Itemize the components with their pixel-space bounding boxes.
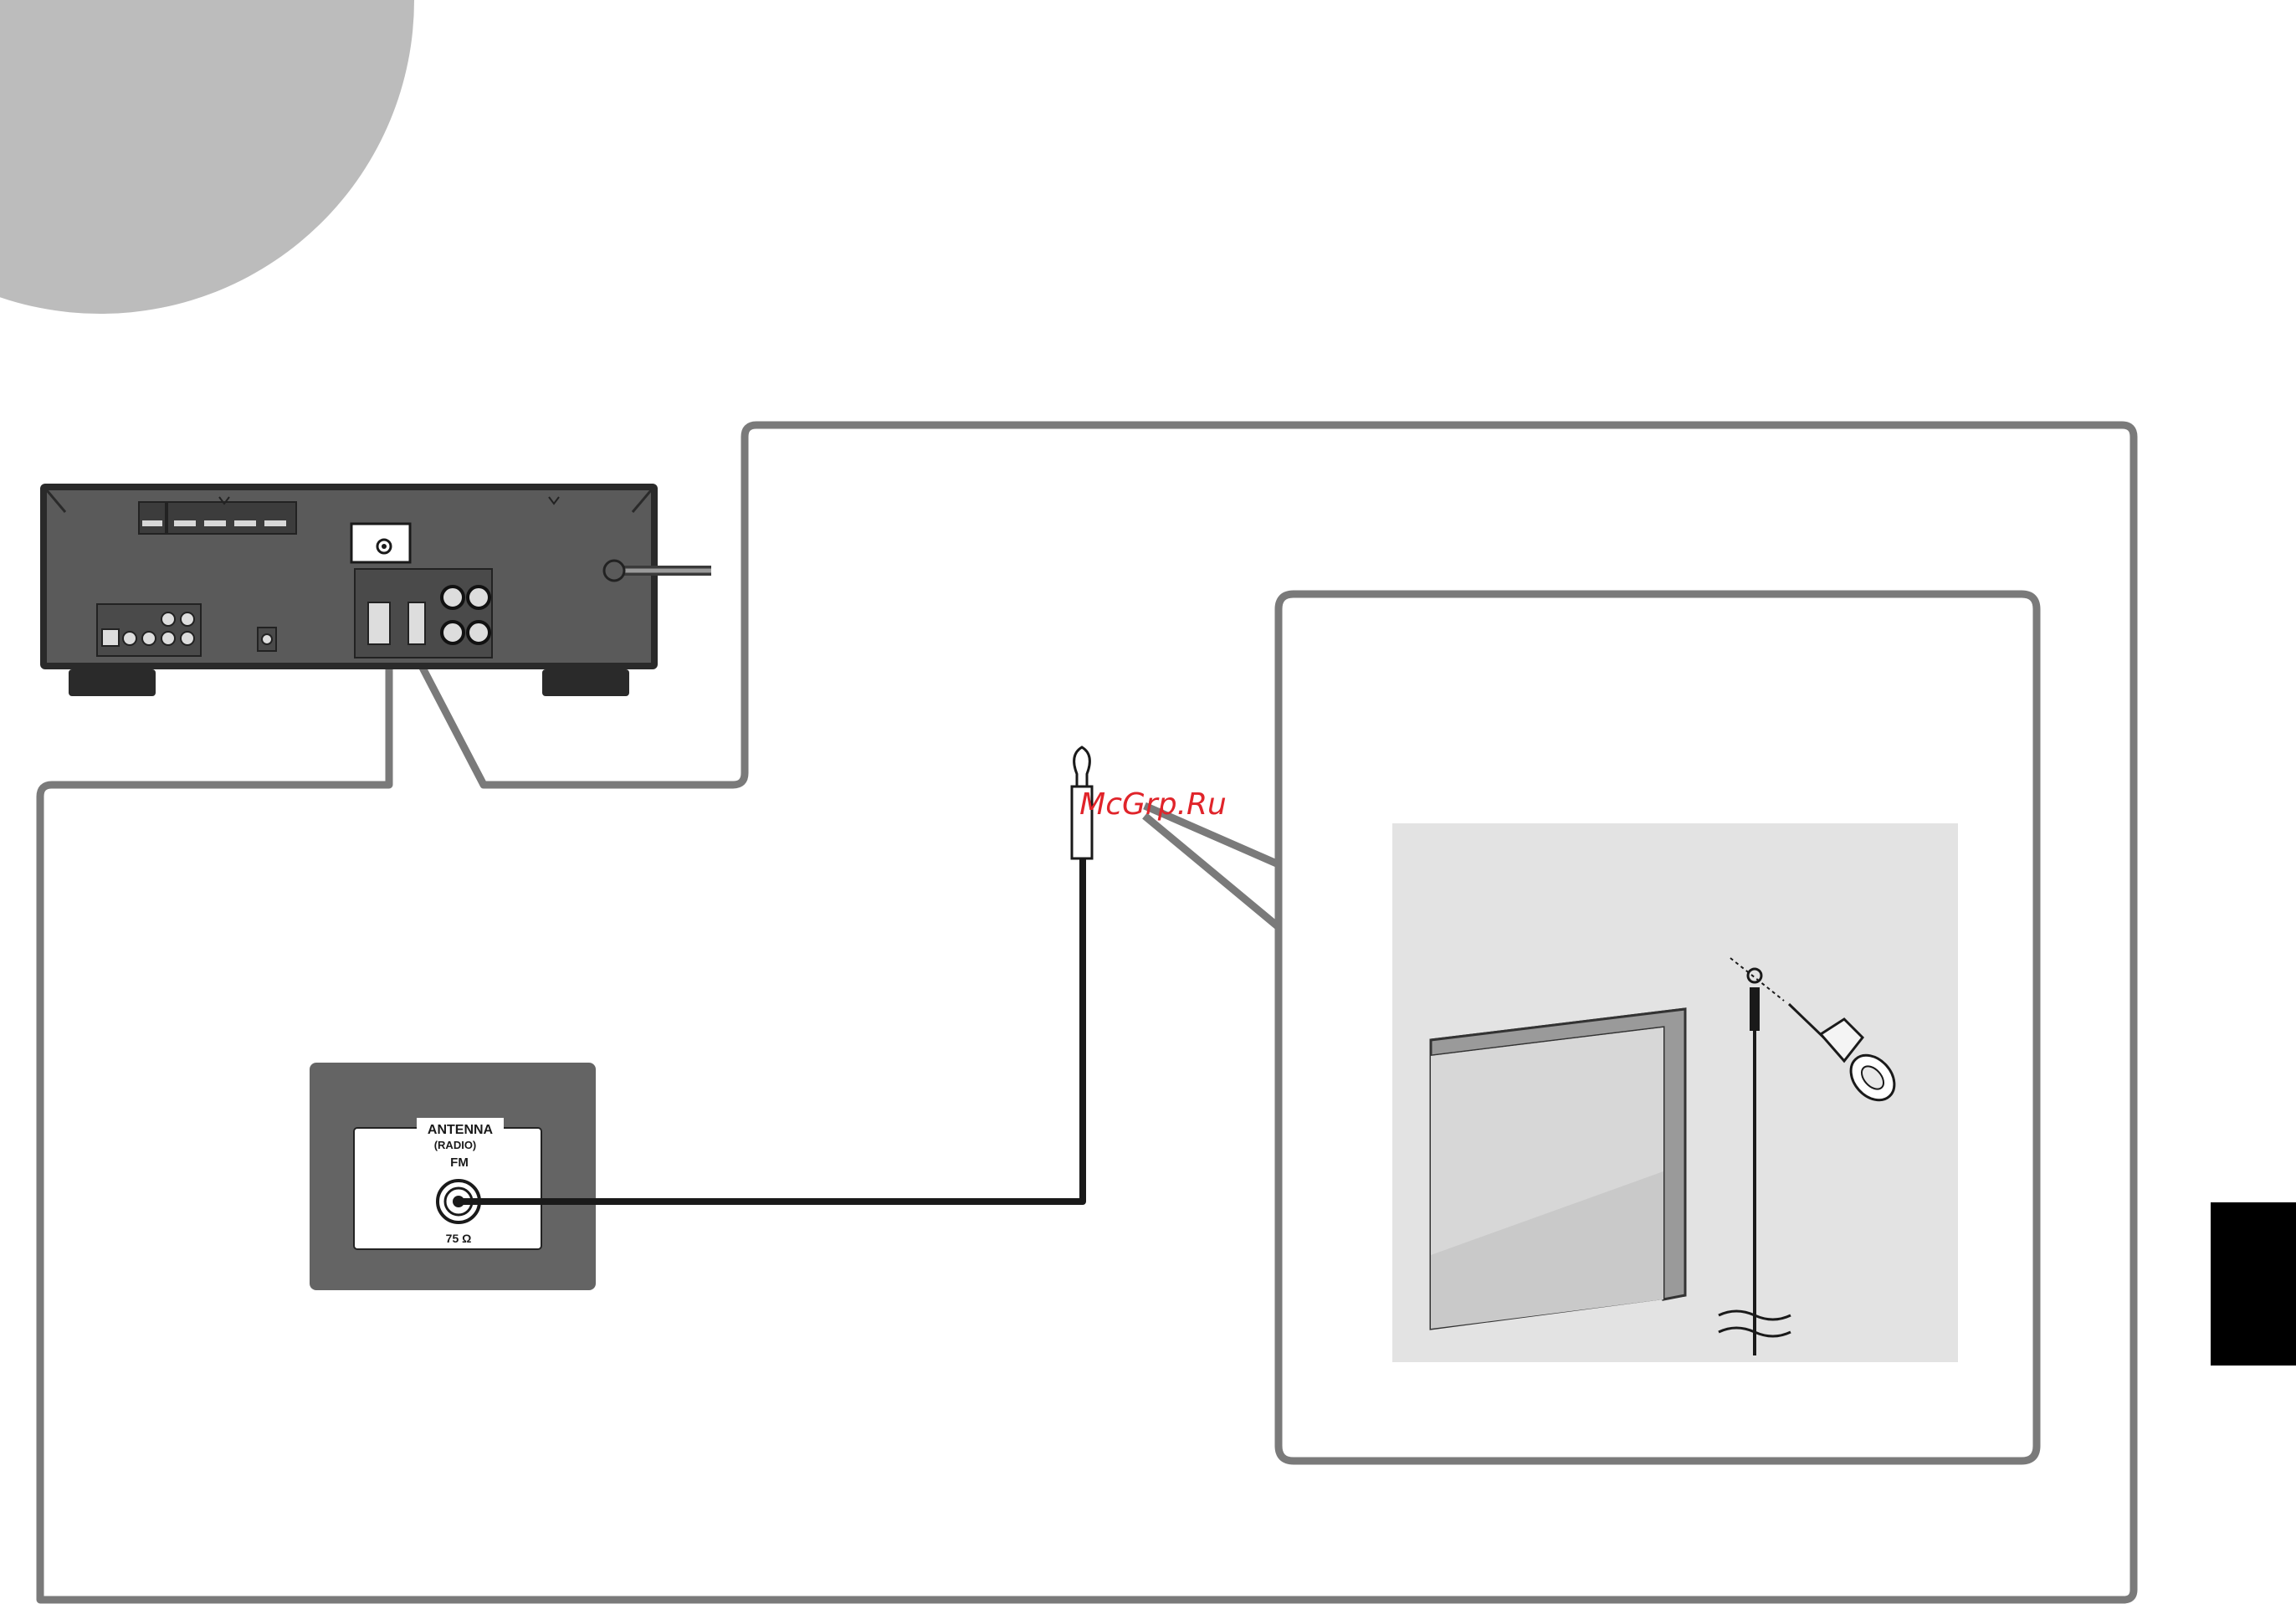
watermark: McGrp.Ru xyxy=(1079,787,1227,822)
av-receiver-rear-icon xyxy=(40,484,658,696)
fm-jack-label: FM xyxy=(450,1156,469,1170)
side-tab xyxy=(2211,1202,2296,1366)
impedance-label: 75 Ω xyxy=(446,1232,472,1245)
antenna-jack-panel xyxy=(310,1063,596,1290)
antenna-title: ANTENNA xyxy=(428,1123,494,1137)
antenna-subtitle: (RADIO) xyxy=(434,1139,477,1151)
corner-circle-decoration xyxy=(0,0,414,314)
window-frame-icon xyxy=(1431,1009,1685,1329)
